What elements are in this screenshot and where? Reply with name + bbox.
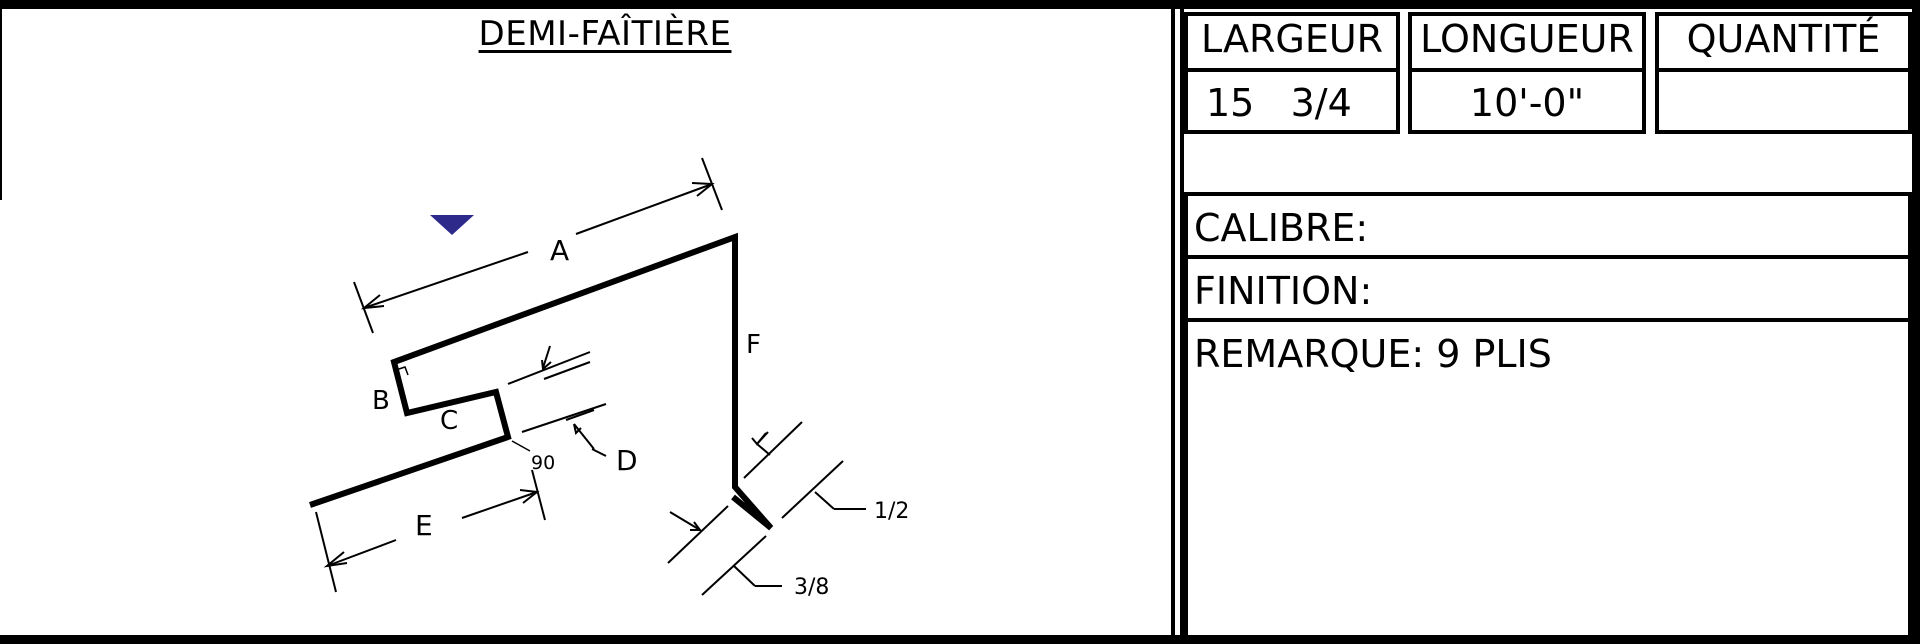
remarque-label: REMARQUE: 9 PLIS [1194, 332, 1552, 376]
right-angle-mark-upper [395, 366, 409, 376]
sheet-left-mark [0, 9, 2, 200]
hem-half-label: 1/2 [874, 499, 909, 524]
label-e: E [415, 509, 433, 542]
longueur-value: 10'-0" [1469, 81, 1585, 125]
largeur-row-divider [1184, 68, 1400, 72]
dimension-hem [667, 421, 866, 596]
label-c: C [440, 406, 458, 436]
exterior-side-marker [430, 215, 474, 235]
quantite-header: QUANTITÉ [1686, 17, 1881, 61]
longueur-row-divider [1408, 68, 1646, 72]
largeur-header: LARGEUR [1200, 17, 1384, 61]
hem-three-eighths-label: 3/8 [794, 575, 829, 600]
right-angle-mark-lower [483, 390, 497, 401]
sheet-right-border [1912, 0, 1920, 644]
angle-label: 90 [531, 452, 555, 474]
longueur-header: LONGUEUR [1420, 17, 1634, 61]
profile-outline [309, 232, 774, 531]
finition-row-divider [1184, 318, 1912, 322]
label-d: D [616, 444, 638, 477]
profile-drawing: A B C D 90 E F [309, 157, 909, 600]
panel-divider-outer [1171, 0, 1175, 644]
angle-leader [511, 440, 531, 452]
dimension-a [353, 157, 723, 334]
quantite-cell [1655, 12, 1912, 134]
panel-divider-inner [1180, 0, 1184, 644]
largeur-cell [1184, 12, 1400, 134]
label-f: F [746, 330, 761, 360]
dimension-d [507, 345, 607, 457]
longueur-cell [1408, 12, 1646, 134]
part-title: DEMI-FAÎTIÈRE [478, 14, 732, 54]
finition-label: FINITION: [1194, 269, 1373, 313]
quantite-row-divider [1655, 68, 1912, 72]
largeur-value: 15 3/4 [1206, 81, 1352, 125]
calibre-label: CALIBRE: [1194, 206, 1369, 250]
calibre-row-divider [1184, 255, 1912, 259]
label-a: A [550, 234, 569, 267]
info-panel [1184, 192, 1912, 644]
dimension-e [315, 469, 546, 593]
label-b: B [372, 386, 390, 416]
